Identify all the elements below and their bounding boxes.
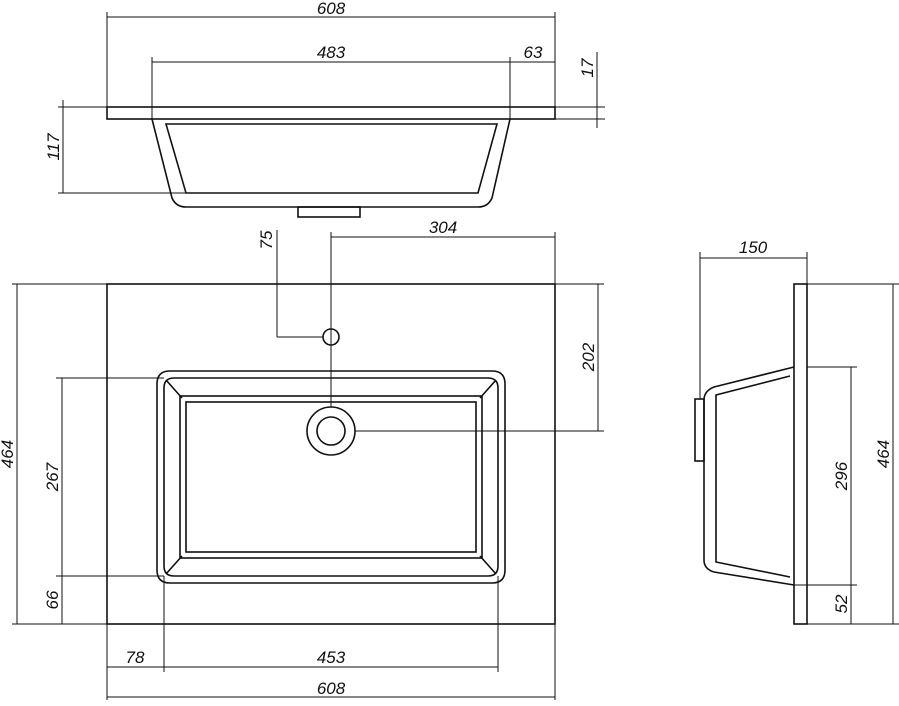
section-view [106, 106, 556, 218]
plan-bowl-bottom-inner [185, 401, 477, 553]
dim-right-to-drain: 304 [429, 218, 457, 237]
plan-dim-labels: 75 304 464 202 267 66 78 453 608 [0, 218, 598, 698]
dim-left-rim: 78 [126, 648, 145, 667]
plan-dimensions [12, 230, 604, 700]
dim-plan-overall-depth: 464 [0, 440, 17, 468]
drain-inner [316, 416, 346, 446]
dim-bowl-width: 453 [317, 648, 346, 667]
dim-plan-overall-width: 608 [317, 679, 346, 698]
plan-bowl-bottom [179, 395, 483, 559]
plan-bowl-inner [163, 377, 499, 577]
section-dim-labels: 608 483 63 17 117 [44, 0, 597, 161]
dim-side-bowl-length: 296 [832, 461, 851, 491]
side-basin-outer [703, 366, 795, 586]
dim-bowl-depth: 267 [43, 462, 62, 492]
dim-top-bowl-width: 483 [317, 43, 346, 62]
section-drain [297, 206, 361, 218]
side-view [694, 283, 808, 625]
dim-top-slab-thickness: 17 [578, 58, 597, 77]
section-slab [106, 106, 556, 120]
dim-top-right-rim: 63 [524, 43, 543, 62]
dim-front-rim: 66 [43, 590, 62, 609]
side-dim-labels: 150 296 52 464 [739, 238, 893, 613]
dim-side-depth: 150 [739, 238, 768, 257]
drain-outer [306, 406, 356, 456]
side-dimensions [699, 252, 899, 625]
dim-front-to-drain: 202 [579, 342, 598, 372]
side-basin-inner [715, 375, 791, 578]
dim-tap-offset: 75 [257, 230, 276, 249]
side-drain [694, 398, 705, 462]
plan-bowl-outer [156, 370, 506, 584]
section-basin-inner [164, 123, 499, 194]
dim-top-depth: 117 [44, 133, 63, 161]
dim-top-overall-width: 608 [317, 0, 346, 18]
side-slab [793, 283, 808, 625]
dim-side-overall-length: 464 [874, 440, 893, 468]
dim-side-rim: 52 [832, 594, 851, 613]
section-dimensions [58, 12, 605, 194]
